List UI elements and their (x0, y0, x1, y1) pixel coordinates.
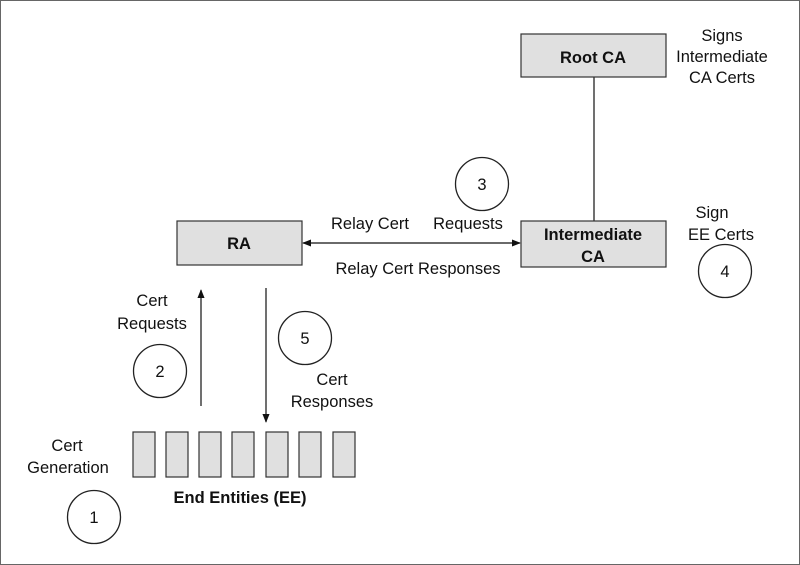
relay-requests-label-a: Relay Cert (331, 215, 409, 233)
ica-signs-note: Sign EE Certs (688, 204, 754, 244)
end-entity-box (198, 431, 222, 478)
cert-responses-note: Cert Responses (291, 371, 374, 411)
step-1-circle: 1 (66, 489, 122, 545)
root-signs-line3: CA Certs (689, 69, 755, 87)
relay-requests-label-b: Requests (433, 215, 503, 233)
root-signs-note: Signs Intermediate CA Certs (676, 27, 768, 87)
relay-responses-label: Relay Cert Responses (335, 260, 500, 278)
cert-requests-note: Cert Requests (117, 292, 187, 333)
end-entity-box (265, 431, 289, 478)
step-5-circle: 5 (277, 310, 333, 366)
root-signs-line2: Intermediate (676, 48, 768, 66)
cert-responses-line1: Cert (316, 371, 348, 389)
end-entity-box (132, 431, 156, 478)
ica-signs-line1: Sign (695, 204, 728, 222)
cert-responses-line2: Responses (291, 393, 374, 411)
end-entity-box (231, 431, 255, 478)
root-ca-node: Root CA (520, 33, 667, 78)
cert-requests-line1: Cert (136, 292, 168, 310)
cert-generation-note: Cert Generation (27, 437, 109, 477)
ra-node: RA (176, 220, 303, 266)
cert-generation-line2: Generation (27, 459, 109, 477)
end-entities-label: End Entities (EE) (174, 489, 307, 507)
step-2-circle: 2 (132, 343, 188, 399)
step-3-circle: 3 (454, 156, 510, 212)
step-3-label: 3 (477, 176, 486, 194)
end-entity-box (298, 431, 322, 478)
end-entity-box (165, 431, 189, 478)
intermediate-ca-label-line2: CA (581, 248, 605, 266)
cert-requests-line2: Requests (117, 315, 187, 333)
step-1-label: 1 (89, 509, 98, 527)
end-entity-box (332, 431, 356, 478)
cert-generation-line1: Cert (51, 437, 83, 455)
intermediate-ca-node: Intermediate CA (520, 220, 667, 268)
step-2-label: 2 (155, 363, 164, 381)
step-4-label: 4 (720, 263, 729, 281)
step-4-circle: 4 (697, 243, 753, 299)
ra-label: RA (227, 235, 251, 253)
intermediate-ca-label-line1: Intermediate (544, 226, 642, 244)
end-entities-group: End Entities (EE) (132, 431, 356, 507)
root-ca-label: Root CA (560, 49, 626, 67)
ica-signs-line2: EE Certs (688, 226, 754, 244)
root-signs-line1: Signs (701, 27, 742, 45)
step-5-label: 5 (300, 330, 309, 348)
